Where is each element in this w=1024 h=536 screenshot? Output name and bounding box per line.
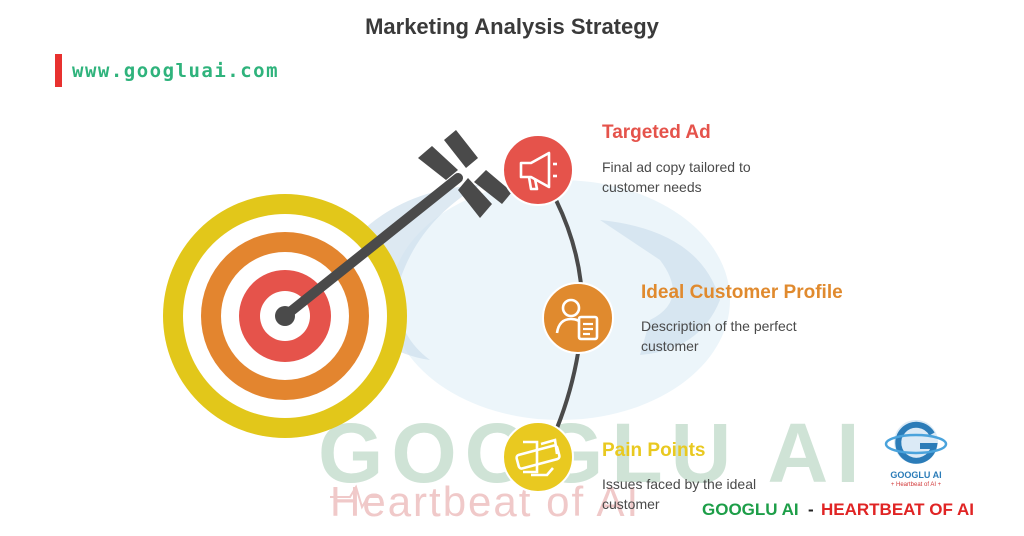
brand-tagline: HEARTBEAT OF AI [821, 500, 974, 519]
item-title-targeted-ad: Targeted Ad [602, 122, 711, 143]
customer-profile-icon [542, 282, 614, 354]
brand-separator: - [808, 500, 814, 519]
arrow-icon [275, 130, 512, 326]
logo-name: GOOGLU AI [890, 470, 942, 480]
item-desc-pain-points: Issues faced by the ideal customer [602, 476, 757, 512]
item-title-ideal-customer-profile: Ideal Customer Profile [641, 282, 843, 303]
logo-tagline: + Heartbeat of AI + [890, 482, 942, 488]
item-desc-targeted-ad: Final ad copy tailored to customer needs [602, 159, 751, 195]
brand-name: GOOGLU AI [702, 500, 799, 519]
website-accent-bar [55, 54, 62, 87]
page-title: Marketing Analysis Strategy [365, 14, 659, 39]
website-url: www.googluai.com [72, 60, 280, 82]
watermark-name: GOOGLU AI [318, 406, 868, 500]
item-desc-ideal-customer-profile: Description of the perfect customer [641, 318, 797, 354]
megaphone-icon [502, 134, 574, 206]
googlu-logo-icon [884, 420, 948, 464]
item-title-pain-points: Pain Points [602, 440, 706, 461]
watermark-tagline: Heartbeat of AI [330, 478, 641, 525]
bandage-icon [502, 421, 574, 493]
